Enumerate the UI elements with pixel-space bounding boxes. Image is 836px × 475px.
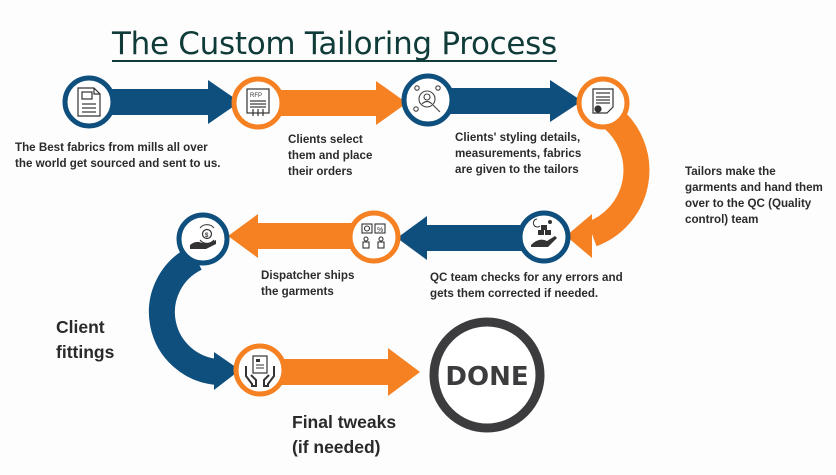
step-8-node (233, 343, 287, 397)
svg-text:$: $ (205, 233, 209, 239)
people-search-icon (413, 85, 441, 113)
step-8-label: Final tweaks (if needed) (292, 412, 397, 457)
page-title: The Custom Tailoring Process (112, 26, 557, 62)
hand-boxes-icon (531, 218, 557, 247)
step-1-label: The Best fabrics from mills all over the… (15, 141, 221, 170)
done-label: DONE (445, 362, 528, 392)
step-2-node: RFP (231, 76, 285, 130)
step-4-label: Tailors make the garments and hand them … (685, 165, 823, 226)
done-node: DONE (429, 317, 545, 433)
step-2-label: Clients select them and place their orde… (288, 133, 373, 178)
svg-text:RFP: RFP (250, 93, 262, 99)
hands-document-icon (245, 355, 275, 387)
step-4-node (576, 76, 630, 130)
rfp-document-icon: RFP (246, 88, 270, 116)
arrow-step5-to-step6 (397, 216, 525, 260)
arrow-step1-to-step2 (110, 80, 240, 124)
step-6-label: Dispatcher ships the garments (261, 269, 355, 298)
arc-step4-to-step5 (566, 108, 650, 258)
step-6-node: % (347, 210, 401, 264)
step-7-label: Client fittings (56, 317, 115, 362)
arrow-step3-to-step4 (450, 80, 582, 122)
step-3-node (401, 73, 455, 127)
invoice-icon (592, 88, 614, 114)
arc-step7-to-step8 (148, 246, 240, 390)
arrow-step2-to-step3 (280, 81, 407, 125)
arrow-step8-to-done (282, 348, 420, 396)
shopping-cart-document-icon (77, 87, 101, 117)
step-7-node: $ (176, 212, 230, 266)
step-1-node (62, 75, 116, 129)
step-5-label: QC team checks for any errors and gets t… (430, 271, 623, 300)
step-5-node (517, 210, 571, 264)
arrow-step6-to-step7 (228, 214, 355, 258)
people-presentation-icon: % (361, 223, 386, 249)
hand-money-icon: $ (190, 224, 216, 249)
svg-text:%: % (377, 227, 383, 234)
step-3-label: Clients' styling details, measurements, … (455, 131, 582, 176)
